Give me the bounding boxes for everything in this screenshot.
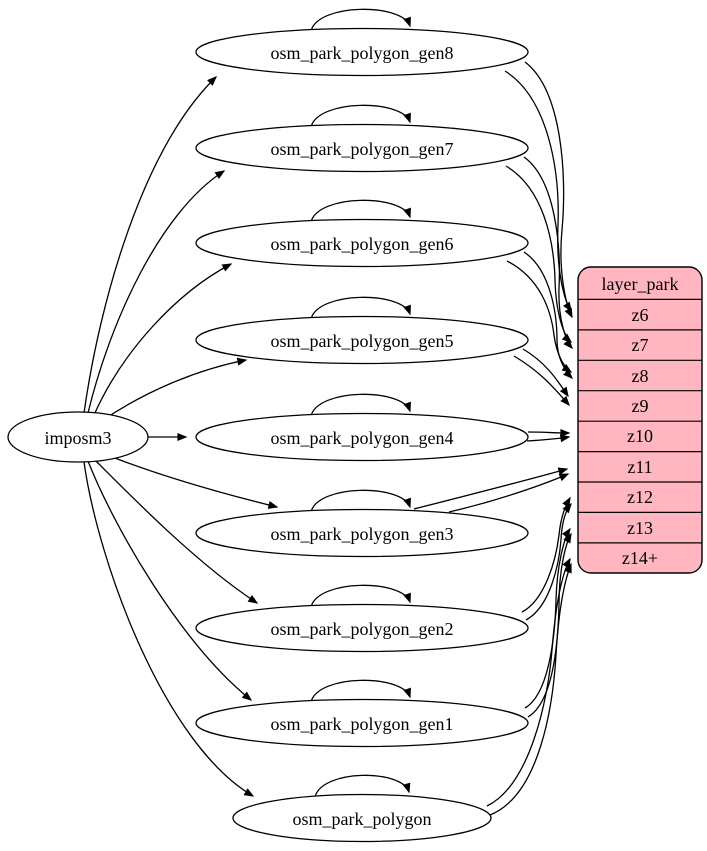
edge-gen6-z8-b [523,251,573,379]
table-ellipse [195,603,529,653]
layer-row-label-z14: z14+ [622,548,658,568]
layer-row-label-z6: z6 [632,305,649,325]
node-osm-park-polygon-gen5: osm_park_polygon_gen5 [195,315,529,365]
layer-row-label-z10: z10 [627,426,653,446]
edge-gen4-z10-b [526,434,571,443]
node-imposm3: imposm3 [7,411,149,463]
edge-imposm3-polygon [83,461,255,797]
node-osm-park-polygon-gen2: osm_park_polygon_gen2 [195,603,529,653]
edge-imposm3-gen5 [102,357,248,421]
node-osm-park-polygon-gen8: osm_park_polygon_gen8 [195,27,529,77]
edge-gen1-z13-a [524,527,571,709]
node-osm-park-polygon-gen4: osm_park_polygon_gen4 [195,412,529,462]
self-loop-gen6 [310,199,411,223]
node-osm-park-polygon-gen6: osm_park_polygon_gen6 [195,218,529,268]
edge-imposm3-gen7 [87,170,226,414]
edge-gen8-z6-a [504,70,572,313]
edge-imposm3-gen3 [101,452,279,509]
table-label: osm_park_polygon [293,809,432,829]
table-ellipse [195,698,529,748]
table-label: osm_park_polygon_gen2 [271,619,454,639]
edge-gen2-z12-b [525,502,572,621]
node-osm-park-polygon-gen7: osm_park_polygon_gen7 [195,123,529,173]
table-ellipse [195,412,529,462]
node-layer-park: layer_park z6 z7 z8 z9 z10 z11 z12 z13 z… [577,266,703,574]
layer-row-label-z13: z13 [627,518,653,538]
layer-row-label-z12: z12 [627,487,653,507]
self-loop-gen5 [310,296,411,320]
self-loop-gen1 [310,679,411,703]
edge-gen8-z6-b [524,61,573,319]
edge-polygon-z14-b [489,562,572,816]
edge-gen7-z7-b [523,156,573,350]
edge-imposm3-gen8 [83,76,218,414]
table-label: osm_park_polygon_gen5 [271,331,454,351]
layer-row-label-z8: z8 [632,366,649,386]
node-osm-park-polygon: osm_park_polygon [232,793,492,843]
edge-imposm3-gen6 [93,263,233,416]
layer-park-title: layer_park [602,274,679,294]
table-label: osm_park_polygon_gen3 [271,524,454,544]
edge-polygon-z14-a [486,557,571,807]
edge-imposm3-gen2 [92,457,259,604]
table-label: osm_park_polygon_gen8 [271,43,454,63]
table-label: osm_park_polygon_gen6 [271,234,454,254]
imposm3-label: imposm3 [44,428,111,448]
self-loop-gen4 [310,393,411,417]
table-ellipse [232,793,492,843]
table-ellipse [195,27,529,77]
self-loop-gen2 [310,584,411,608]
table-label: osm_park_polygon_gen4 [271,428,454,448]
layer-row-label-z11: z11 [627,457,652,477]
edge-gen3-z11-a [413,467,569,510]
table-label: osm_park_polygon_gen7 [271,139,454,159]
self-loop-gen8 [310,8,411,32]
table-ellipse [195,218,529,268]
table-ellipse [195,123,529,173]
layer-row-label-z9: z9 [632,396,649,416]
table-ellipse [195,508,529,558]
table-ellipse [195,315,529,365]
self-loops [310,8,411,798]
layer-row-label-z7: z7 [632,335,649,355]
edge-gen1-z13-b [527,532,572,718]
node-osm-park-polygon-gen1: osm_park_polygon_gen1 [195,698,529,748]
self-loop-gen7 [310,104,411,128]
edges-from-imposm3 [83,76,279,797]
edge-gen5-z9-a [522,348,569,398]
edge-gen3-z11-b [448,473,570,513]
edge-imposm3-gen1 [87,460,253,701]
layer-park-box [577,266,703,574]
table-label: osm_park_polygon_gen1 [271,714,454,734]
edge-gen6-z8-a [506,260,573,373]
self-loop-gen3 [310,489,411,513]
edges-to-layer [413,61,573,816]
node-osm-park-polygon-gen3: osm_park_polygon_gen3 [195,508,529,558]
edge-gen4-z10-a [527,428,571,437]
self-loop-polygon [314,774,411,798]
edge-gen5-z9-b [513,355,570,407]
imposm3-ellipse [7,411,149,463]
